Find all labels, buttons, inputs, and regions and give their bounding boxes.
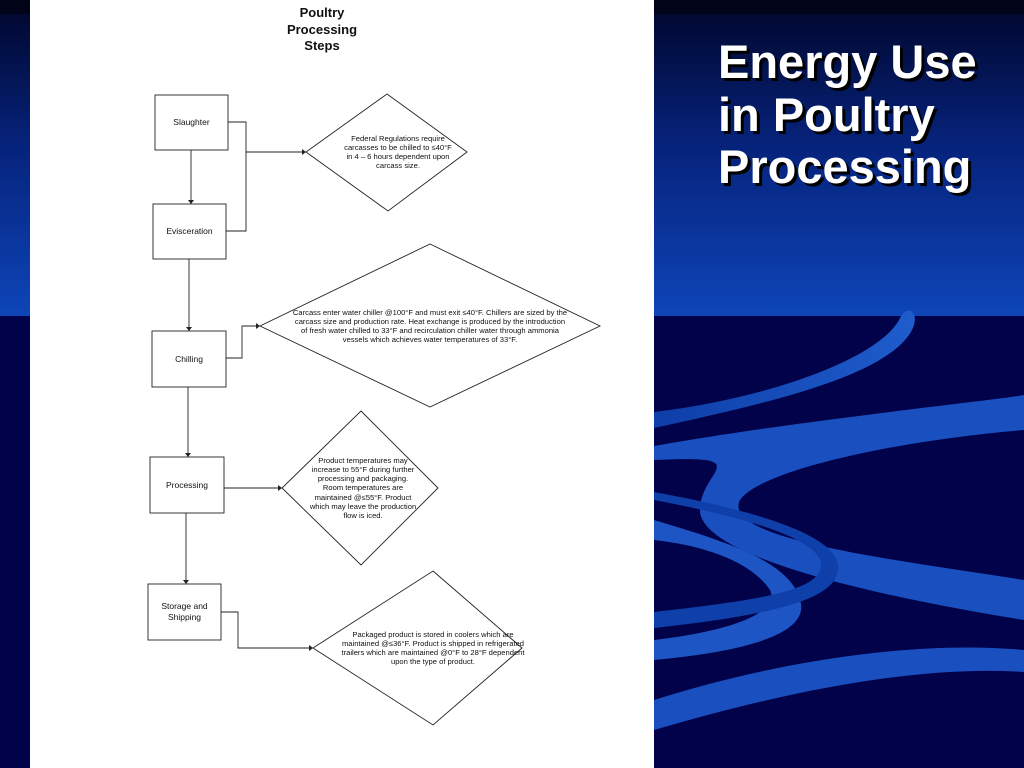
- wave-decoration-4: [654, 647, 1024, 730]
- note-diamond-3: [281, 410, 439, 566]
- flowchart-title: Poultry Processing Steps: [286, 5, 358, 54]
- flowchart-paper: [30, 0, 654, 768]
- note-text-3: Product temperatures may increase to 55°…: [309, 455, 417, 521]
- connector-evisceration: [226, 152, 247, 232]
- step-box-processing: [149, 456, 225, 514]
- step-label-processing: Processing: [165, 479, 209, 490]
- note-diamond-2: [258, 243, 602, 408]
- note-text-2: Carcass enter water chiller @100°F and m…: [292, 307, 568, 345]
- step-box-slaughter: [154, 94, 229, 151]
- wave-decoration-2: [654, 395, 1024, 620]
- step-label-chilling: Chilling: [175, 353, 203, 364]
- note-text-1: Federal Regulations require carcasses to…: [344, 133, 452, 171]
- flowchart-diagram: [147, 93, 602, 726]
- note-text-4: Packaged product is stored in coolers wh…: [341, 629, 525, 667]
- wave-decoration-3: [654, 520, 802, 660]
- wave-decoration-1: [654, 310, 915, 428]
- step-label-evisceration: Evisceration: [166, 226, 213, 237]
- slide-title: Energy Use in Poultry Processing: [718, 35, 977, 194]
- connector-slaughter: [228, 121, 302, 153]
- note-diamond-4: [312, 570, 523, 726]
- wave-decoration-5: [654, 492, 839, 628]
- step-label-storage: Storage and Shipping: [161, 601, 208, 622]
- step-box-evisceration: [152, 203, 227, 260]
- step-label-slaughter: Slaughter: [173, 117, 210, 128]
- connector-chilling: [226, 325, 256, 359]
- connector-storage: [221, 611, 309, 649]
- note-diamond-1: [305, 93, 468, 212]
